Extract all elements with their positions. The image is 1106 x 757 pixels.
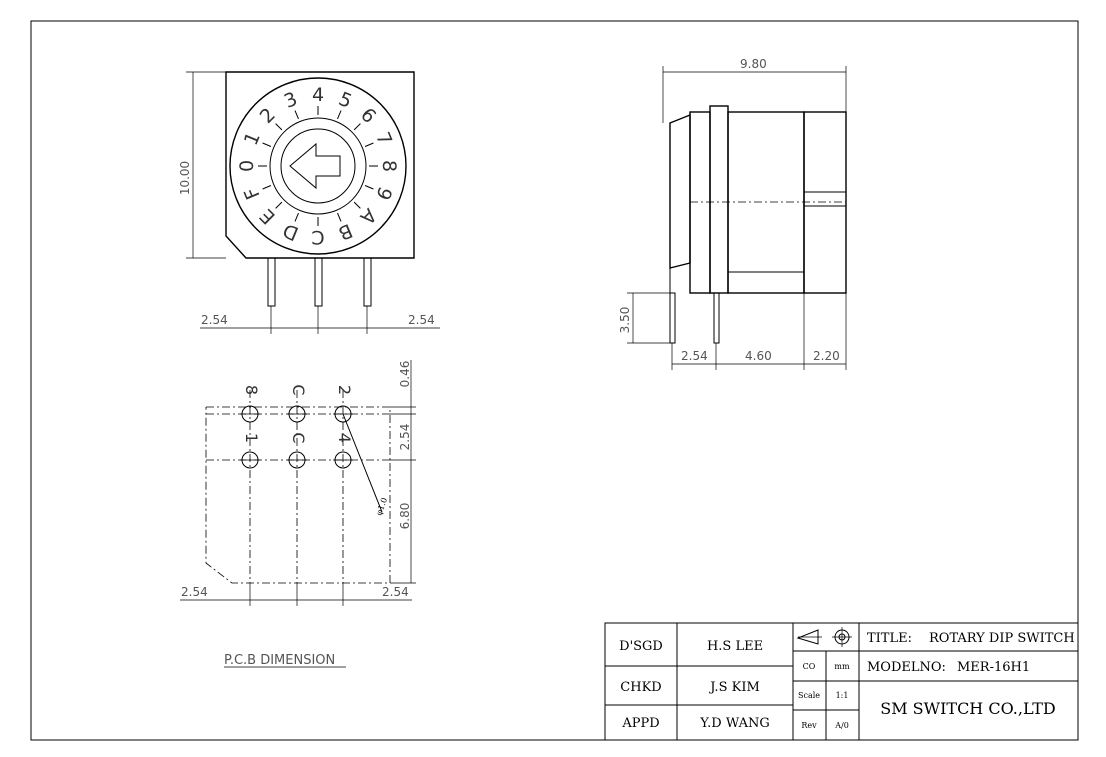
- pcb-right-dim-text: 2.54: [382, 585, 409, 599]
- pitch-left-text: 2.54: [201, 313, 228, 327]
- side-knob: [669, 113, 691, 269]
- dial-tick: [275, 123, 283, 131]
- pcb-caption: P.C.B DIMENSION: [224, 653, 335, 668]
- pcb-left-dim-text: 2.54: [181, 585, 208, 599]
- dial-digit: 7: [371, 129, 396, 149]
- pcb-bottom-label-3: 4: [335, 433, 354, 443]
- side-housing: [727, 111, 805, 294]
- checked-label: CHKD: [620, 680, 661, 695]
- scale-value: 1:1: [836, 691, 849, 700]
- pin-center: [314, 257, 323, 307]
- dial-digit: D: [280, 219, 302, 245]
- pin-left: [267, 257, 276, 307]
- dial-tick: [364, 142, 374, 147]
- dial-tick: [294, 212, 299, 222]
- dim-a-text: 2.54: [681, 349, 708, 363]
- dial-digit: 9: [371, 183, 396, 203]
- pcb-top-label-1: 8: [242, 385, 261, 395]
- dial-digit: C: [311, 226, 324, 248]
- dial-tick: [275, 201, 283, 209]
- dial-knob: [269, 117, 367, 215]
- co-label: CO: [803, 662, 816, 671]
- dial-ticks: [258, 106, 378, 226]
- height-dim-text: 10.00: [178, 161, 192, 195]
- designed-by: H.S LEE: [707, 639, 763, 654]
- dial-tick: [364, 185, 374, 190]
- pcb-top-label-2: C: [289, 384, 308, 395]
- dial-digit: 5: [335, 88, 355, 113]
- width-dim-text: 9.80: [740, 57, 767, 71]
- dial-digit: F: [240, 184, 265, 203]
- dial-digit: 1: [240, 129, 265, 149]
- pcb-pitch-dim-text: 2.54: [398, 424, 412, 451]
- title-block: D'SGD H.S LEE CHKD J.S KIM APPD Y.D WANG…: [604, 622, 1079, 741]
- model-label: MODELNO:: [867, 660, 946, 675]
- pcb-top-label-3: 2: [335, 385, 354, 395]
- dial-tick: [337, 212, 342, 222]
- approved-label: APPD: [621, 716, 659, 731]
- drawing-title: ROTARY DIP SWITCH: [929, 631, 1075, 646]
- pcb-depth-dim-text: 6.80: [398, 503, 412, 530]
- side-flange: [689, 111, 711, 294]
- dial-digit: 4: [312, 84, 324, 106]
- model-number: MER-16H1: [957, 660, 1030, 675]
- rev-value: A/0: [834, 721, 849, 730]
- pcb-bottom-label-1: 1: [242, 433, 261, 443]
- dial-outer-ring: [229, 77, 407, 255]
- side-view: 9.80 3.50 2.54 4.60 2.20: [618, 57, 847, 370]
- dim-c-text: 2.20: [813, 349, 840, 363]
- approved-by: Y.D WANG: [699, 716, 769, 731]
- dial-digit: 0: [236, 160, 258, 172]
- dial-tick: [262, 142, 272, 147]
- pitch-right-text: 2.54: [408, 313, 435, 327]
- title-label: TITLE:: [867, 631, 912, 646]
- dial-tick: [262, 185, 272, 190]
- dial-tick: [353, 123, 361, 131]
- company-name: SM SWITCH CO.,LTD: [880, 699, 1056, 718]
- dial-digit: 3: [281, 88, 301, 113]
- dial-digit: B: [335, 219, 355, 244]
- pin-right: [363, 257, 372, 307]
- dial-tick: [353, 201, 361, 209]
- pcb-outline: [205, 406, 391, 584]
- switch-body-outline: [225, 71, 415, 259]
- side-collar: [709, 105, 729, 294]
- side-rear-body: [803, 111, 847, 294]
- checked-by: J.S KIM: [708, 680, 760, 695]
- dial-tick: [337, 110, 342, 120]
- designed-label: D'SGD: [619, 639, 663, 654]
- unit-value: mm: [834, 662, 850, 671]
- sheet-border: [30, 20, 1079, 741]
- dial-knob-inner: [280, 128, 356, 204]
- lead-dim-text: 3.50: [618, 307, 632, 334]
- dial-digit: 8: [378, 160, 400, 172]
- pointer-arrow-icon: [289, 142, 341, 190]
- pcb-view: 8 C 2 1 C 4 φ1.0 0.46 2.54 6.80 2.54 2.5…: [180, 360, 416, 668]
- rev-label: Rev: [801, 721, 817, 730]
- dial-tick: [294, 110, 299, 120]
- side-lead-rear: [713, 292, 720, 344]
- pcb-bottom-label-2: C: [289, 432, 308, 443]
- side-lead-front: [669, 292, 676, 344]
- pcb-top-dim-text: 0.46: [398, 361, 412, 388]
- scale-label: Scale: [798, 691, 820, 700]
- hole-leader-line: [342, 413, 383, 513]
- dim-b-text: 4.60: [745, 349, 772, 363]
